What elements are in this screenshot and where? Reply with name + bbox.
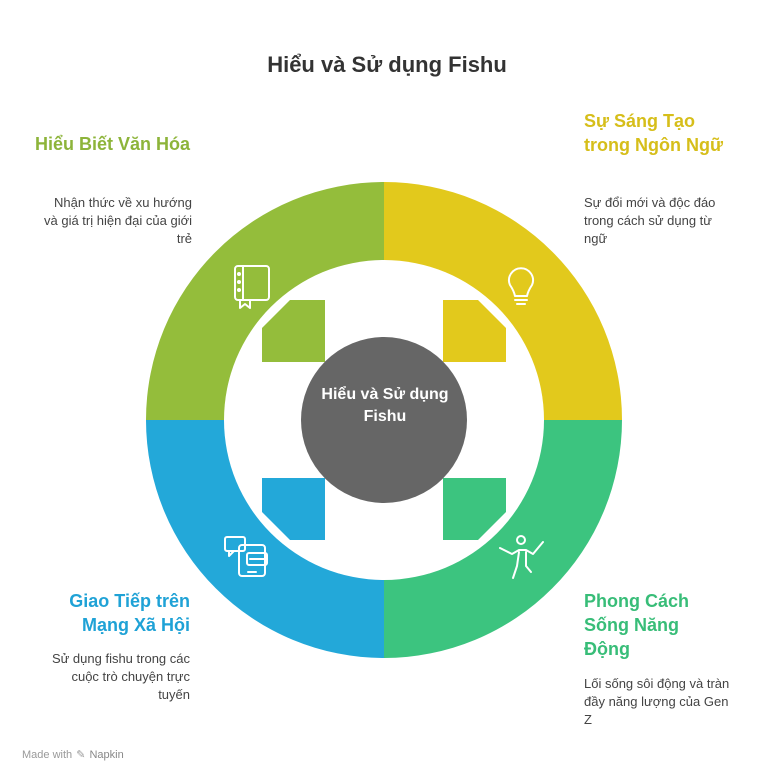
page-title: Hiểu và Sử dụng Fishu [267,52,507,77]
segment-heading-creativity: Sự Sáng Tạo trong Ngôn Ngữ [584,111,723,155]
footer-made-with: Made with [22,749,73,761]
napkin-logo-icon: ✎ [76,749,86,761]
center-circle [301,337,467,503]
running-person-icon [499,535,544,579]
arrow-culture [262,300,325,362]
segment-heading-lifestyle: Phong Cách Sống Năng Động [584,591,690,659]
arrow-lifestyle [443,478,506,540]
segment-description-creativity: Sự đổi mới và độc đáo trong cách sử dụng… [584,195,716,246]
segment-description-culture: Nhận thức về xu hướng và giá trị hiện đạ… [44,195,192,246]
lightbulb-icon [508,267,534,305]
footer-brand: Napkin [89,749,124,761]
segment-heading-communication: Giao Tiếp trên Mạng Xã Hội [69,591,190,635]
segment-heading-culture: Hiểu Biết Văn Hóa [34,134,190,154]
book-icon [234,265,270,309]
footer: Made with ✎ Napkin [22,748,124,761]
center-label: Hiểu và Sử dụng Fishu [321,386,449,425]
segment-description-communication: Sử dụng fishu trong các cuộc trò chuyện … [51,651,190,702]
chat-phone-icon [224,536,268,577]
arrow-communication [262,478,325,540]
segment-description-lifestyle: Lối sống sôi động và tràn đầy năng lượng… [584,676,730,727]
arrow-creativity [443,300,506,362]
